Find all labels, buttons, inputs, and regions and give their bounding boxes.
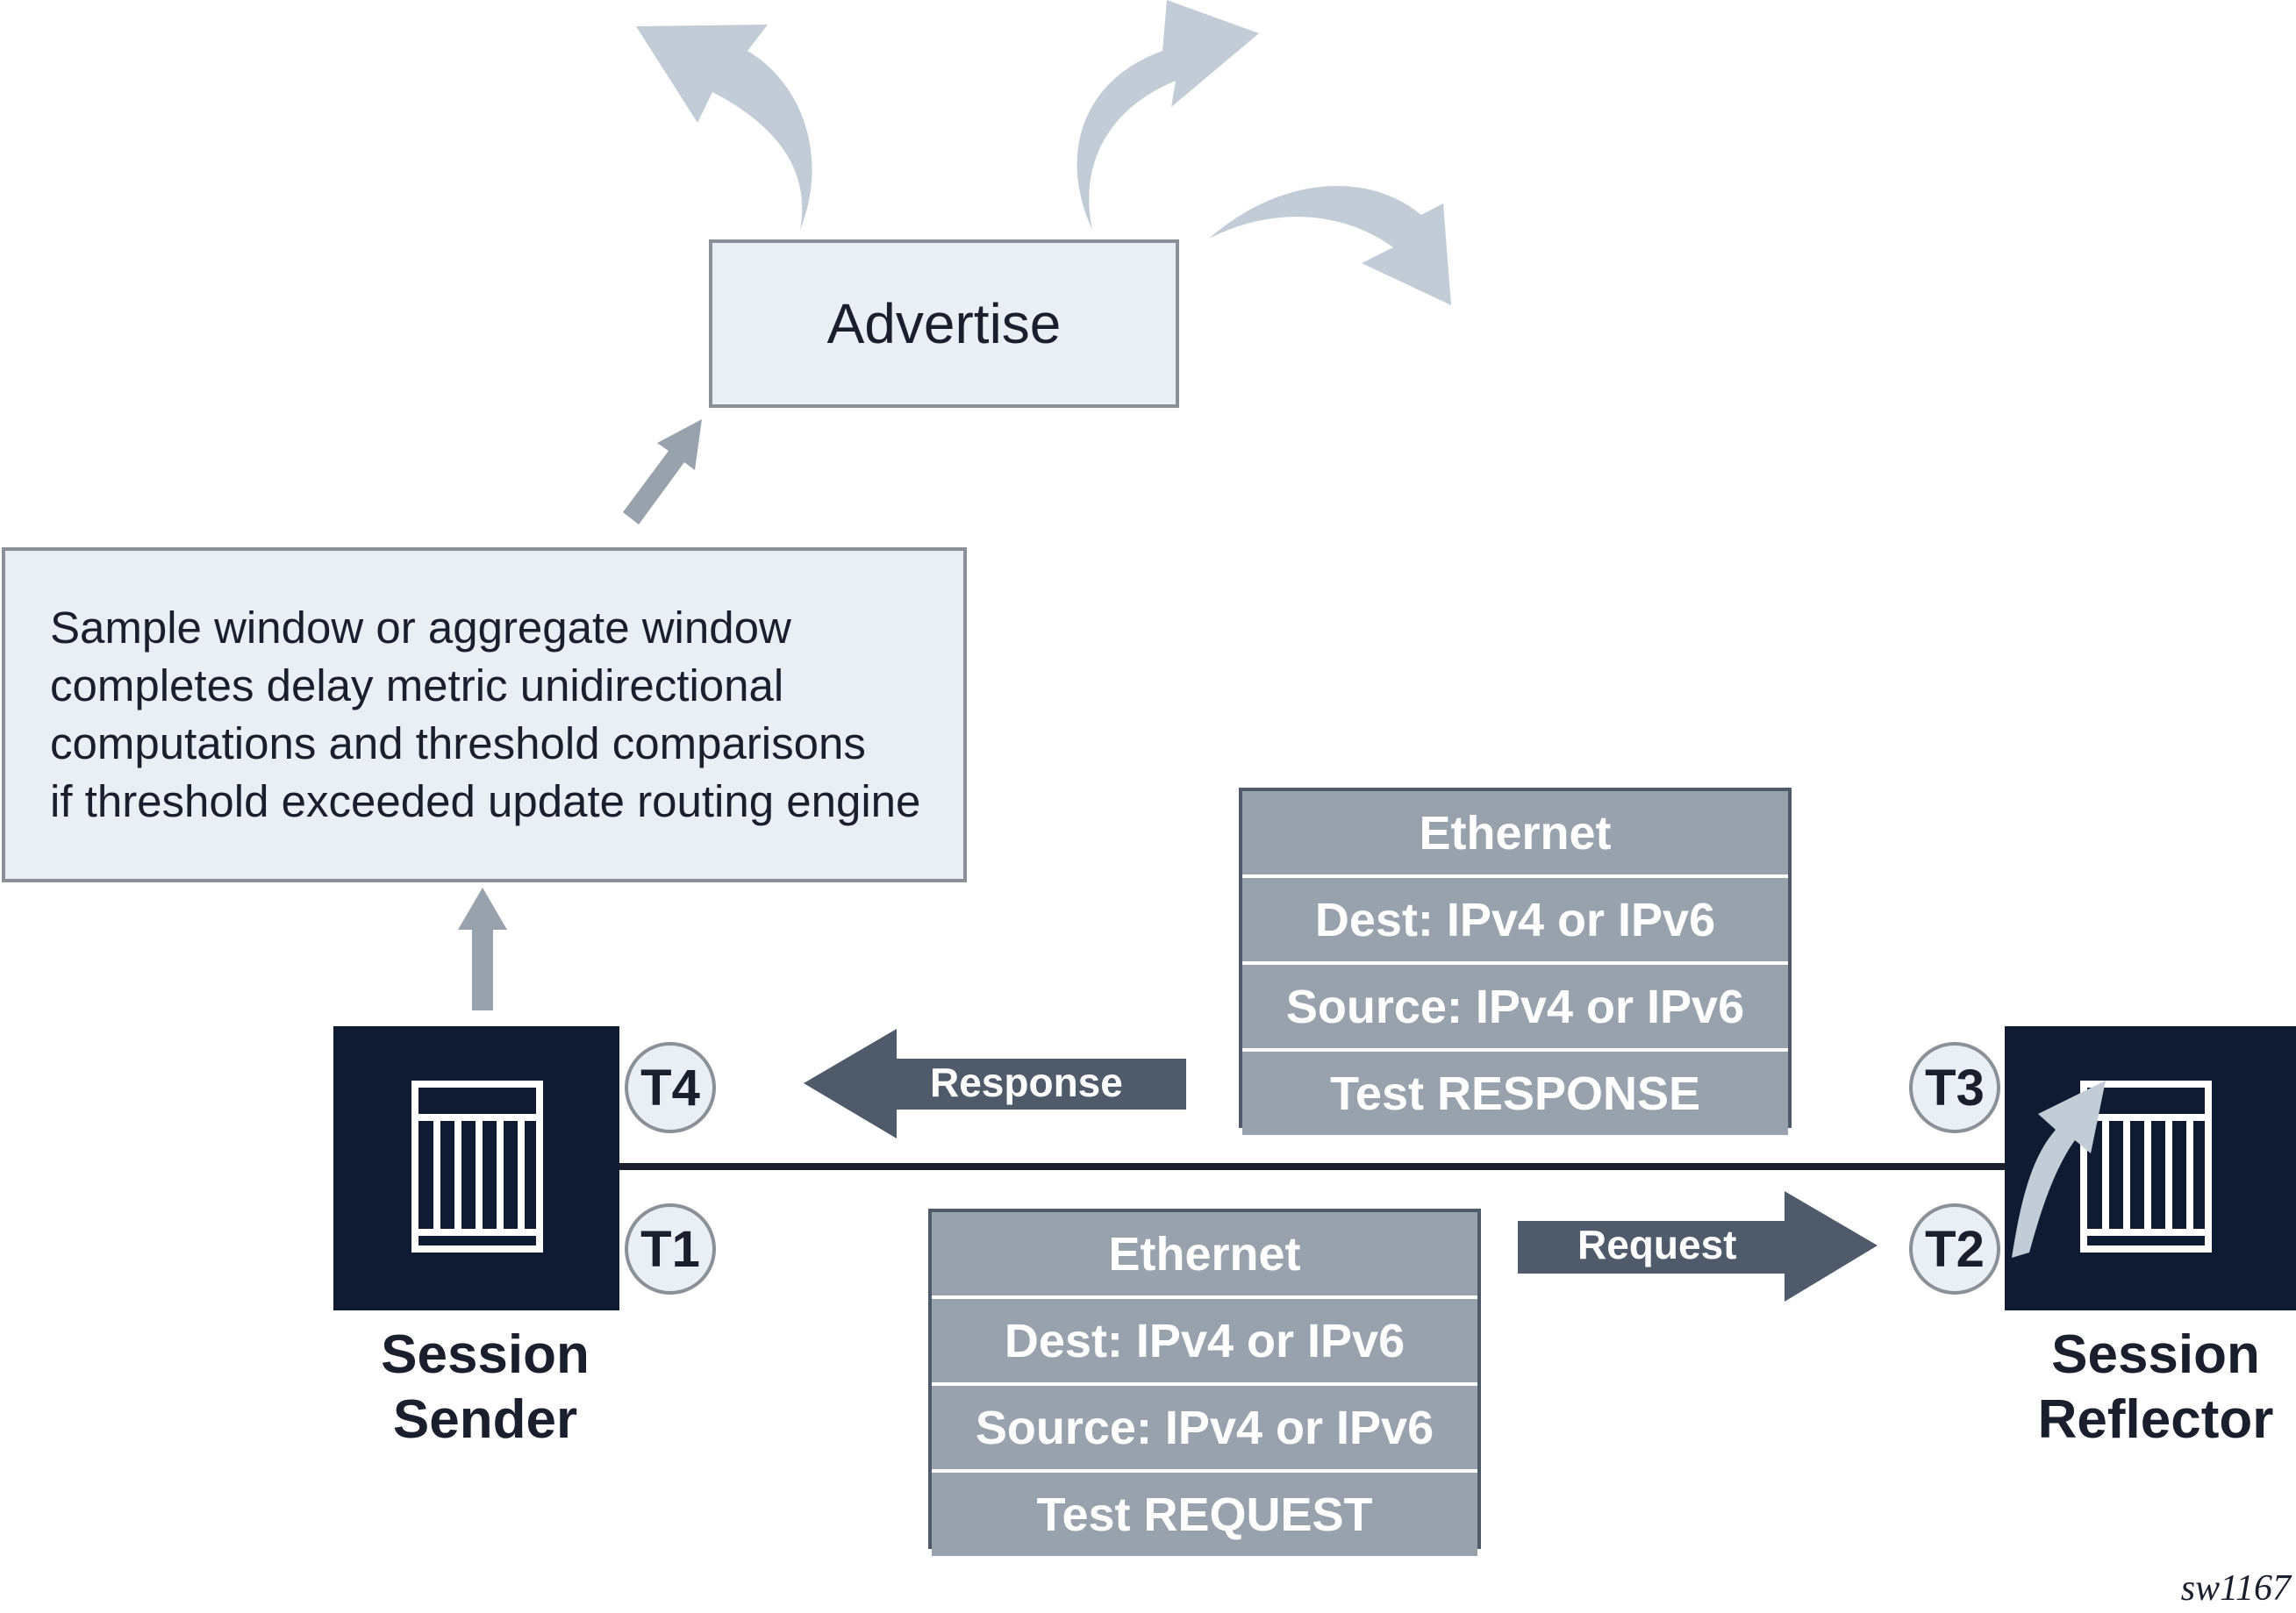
request-packet-dest: Dest: IPv4 or IPv6 <box>932 1295 1477 1382</box>
window-computation-box: Sample window or aggregate window comple… <box>2 547 967 882</box>
session-sender-label-line2: Sender <box>392 1389 578 1450</box>
advertise-label: Advertise <box>826 292 1062 355</box>
advertise-arrow-left <box>636 25 812 230</box>
request-packet-source: Source: IPv4 or IPv6 <box>932 1382 1477 1469</box>
window-line-2: completes delay metric unidirectional <box>50 660 784 710</box>
request-arrow <box>1518 1191 1878 1302</box>
response-packet-ethernet: Ethernet <box>1242 791 1788 874</box>
request-arrow-label: Request <box>1577 1222 1737 1267</box>
request-packet-ethernet: Ethernet <box>932 1212 1477 1295</box>
sender-device-icon <box>411 1081 543 1253</box>
advertise-box: Advertise <box>709 239 1179 408</box>
response-packet-test: Test RESPONSE <box>1242 1048 1788 1135</box>
update-to-advertise-arrow <box>623 419 702 525</box>
response-arrow-label: Response <box>930 1060 1123 1105</box>
advertise-arrow-up <box>1076 0 1259 230</box>
response-packet-dest: Dest: IPv4 or IPv6 <box>1242 874 1788 961</box>
window-line-4: if threshold exceeded update routing eng… <box>50 776 921 826</box>
session-sender-label: Session Sender <box>323 1323 647 1452</box>
session-sender-label-line1: Session <box>381 1324 590 1385</box>
timestamp-t2: T2 <box>1909 1203 2000 1295</box>
request-packet: Ethernet Dest: IPv4 or IPv6 Source: IPv4… <box>928 1209 1481 1556</box>
timestamp-t3: T3 <box>1909 1042 2000 1133</box>
reflector-device-icon <box>2080 1081 2212 1253</box>
window-line-3: computations and threshold comparisons <box>50 718 866 768</box>
figure-id: sw1167 <box>2180 1568 2291 1609</box>
request-packet-test: Test REQUEST <box>932 1469 1477 1556</box>
window-line-1: Sample window or aggregate window <box>50 603 791 653</box>
session-reflector-label-line2: Reflector <box>2037 1389 2274 1450</box>
reflector-turnaround-arrow <box>2012 1081 2106 1258</box>
session-reflector-label: Session Reflector <box>1985 1323 2296 1452</box>
sender-to-window-arrow <box>458 888 507 1010</box>
response-packet-source: Source: IPv4 or IPv6 <box>1242 961 1788 1048</box>
response-arrow <box>804 1029 1186 1138</box>
timestamp-t4: T4 <box>625 1042 716 1133</box>
response-packet: Ethernet Dest: IPv4 or IPv6 Source: IPv4… <box>1239 788 1792 1135</box>
timestamp-t1: T1 <box>625 1203 716 1295</box>
advertise-arrow-right <box>1209 185 1451 305</box>
session-reflector-label-line1: Session <box>2051 1324 2260 1385</box>
